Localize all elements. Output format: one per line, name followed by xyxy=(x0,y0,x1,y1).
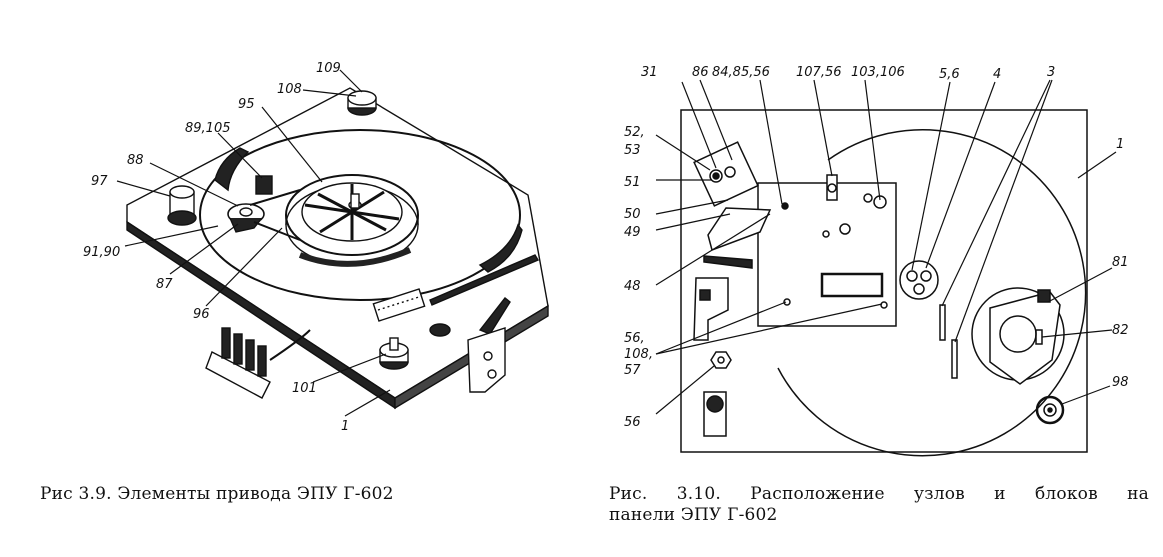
callout-label: 86 xyxy=(692,65,709,80)
callout-label: 53 xyxy=(624,143,641,158)
callout-label: 103,106 xyxy=(851,65,905,80)
figure-3-9-labels: 109 108 95 89,105 88 97 91,90 87 96 101 … xyxy=(83,61,349,434)
callout-label: 108, xyxy=(624,347,653,362)
figure-3-9-leaders xyxy=(116,69,391,417)
callout-label: 48 xyxy=(624,279,641,294)
platter-ring xyxy=(199,129,521,301)
callout-label: 3 xyxy=(1047,65,1055,80)
callout-label: 51 xyxy=(624,175,641,190)
tonearm-head xyxy=(372,288,426,322)
callout-label: 1 xyxy=(341,419,349,434)
nut-56 xyxy=(710,351,732,369)
figure-3-10-leaders xyxy=(655,79,1117,415)
spindle xyxy=(899,260,939,300)
callout-label: 56, xyxy=(624,331,645,346)
tonearm xyxy=(429,254,540,306)
callout-label: 101 xyxy=(292,381,317,396)
callout-label: 87 xyxy=(156,277,173,292)
callout-label: 4 xyxy=(993,67,1001,82)
callout-label: 91,90 xyxy=(83,245,120,260)
callout-label: 5,6 xyxy=(939,67,960,82)
callout-label: 108 xyxy=(277,82,302,97)
callout-label: 96 xyxy=(193,307,210,322)
callout-label: 81 xyxy=(1112,255,1129,270)
callout-label: 84,85,56 xyxy=(712,65,770,80)
figure-3-10-labels: 31 86 84,85,56 107,56 103,106 5,6 4 3 52… xyxy=(624,65,1129,430)
callout-label: 97 xyxy=(91,174,108,189)
callout-label: 107,56 xyxy=(796,65,842,80)
callout-label: 95 xyxy=(238,97,255,112)
callout-label: 50 xyxy=(624,207,641,222)
figure-3-9-caption: Рис 3.9. Элементы привода ЭПУ Г-602 xyxy=(40,484,394,504)
callout-label: 52, xyxy=(624,125,645,140)
switch-block xyxy=(255,175,273,195)
callout-label: 98 xyxy=(1112,375,1129,390)
drive-belt xyxy=(249,189,301,241)
callout-label: 82 xyxy=(1112,323,1129,338)
callout-label: 56 xyxy=(624,415,641,430)
mechanism-left xyxy=(693,141,772,269)
callout-label: 49 xyxy=(624,225,641,240)
platter-ring-shade xyxy=(214,147,250,192)
post-108 xyxy=(347,90,377,116)
caption-line: Рис. 3.10. Расположение узлов и блоков н… xyxy=(609,484,1149,504)
caption-line: панели ЭПУ Г-602 xyxy=(609,505,778,525)
post-101 xyxy=(379,337,409,370)
callout-label: 88 xyxy=(127,153,144,168)
slot xyxy=(951,339,958,379)
socket-98 xyxy=(1035,395,1065,425)
callout-label: 109 xyxy=(316,61,341,76)
platter-circle xyxy=(777,129,1087,457)
figure-3-9-drawing xyxy=(126,87,549,410)
callout-label: 57 xyxy=(624,363,641,378)
tonearm-base xyxy=(971,287,1065,385)
drive-wheel xyxy=(285,174,419,267)
callout-label: 89,105 xyxy=(185,121,231,136)
bracket-left xyxy=(693,277,729,341)
figure-3-10-drawing xyxy=(680,109,1088,457)
knob-97 xyxy=(167,185,197,226)
callout-label: 1 xyxy=(1116,137,1124,152)
callout-label: 31 xyxy=(641,65,658,80)
slot xyxy=(939,304,946,341)
figure-3-10-caption: Рис. 3.10. Расположение узлов и блоков н… xyxy=(609,484,1149,526)
connector-block xyxy=(205,327,311,399)
